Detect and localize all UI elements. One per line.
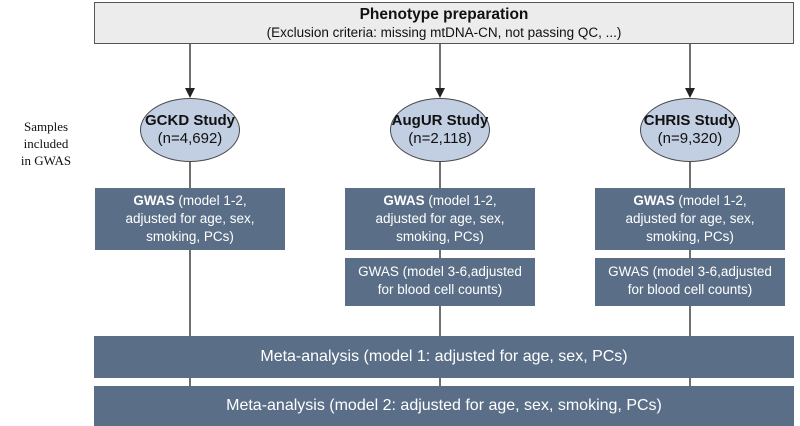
gwas-model-text: (model 1-2,	[424, 193, 497, 208]
study-name: GCKD Study	[145, 112, 235, 129]
gwas2-line2: for blood cell counts)	[377, 282, 503, 297]
phenotype-preparation-title: Phenotype preparation	[359, 6, 529, 23]
samples-included-label: Samples included in GWAS	[4, 118, 88, 169]
study-name: CHRIS Study	[643, 112, 737, 129]
augur-study-node: AugUR Study (n=2,118)	[390, 98, 490, 162]
study-sample-size: (n=9,320)	[657, 130, 723, 147]
chris-gwas-model-3-6-box: GWAS (model 3-6,adjusted for blood cell …	[595, 258, 785, 306]
augur-gwas-model-1-2-box: GWAS (model 1-2, adjusted for age, sex, …	[345, 188, 535, 250]
gwas-model-text: (model 1-2,	[674, 193, 747, 208]
meta-analysis-model-2-box: Meta-analysis (model 2: adjusted for age…	[94, 386, 794, 426]
meta-analysis-model-1-box: Meta-analysis (model 1: adjusted for age…	[94, 336, 794, 378]
gwas-label: GWAS	[383, 193, 425, 208]
gwas2-line1: GWAS (model 3-6,adjusted	[608, 264, 772, 279]
gwas-covariates-text: smoking, PCs)	[396, 229, 484, 244]
samples-included-line1: Samples included	[23, 119, 69, 151]
study-sample-size: (n=2,118)	[408, 130, 472, 147]
gwas-covariates-text: smoking, PCs)	[646, 229, 734, 244]
gwas-adjust-text: adjusted for age, sex,	[375, 211, 505, 226]
gwas-adjust-text: adjusted for age, sex,	[125, 211, 255, 226]
gwas2-line2: for blood cell counts)	[627, 282, 753, 297]
gwas2-line1: GWAS (model 3-6,adjusted	[358, 264, 522, 279]
gckd-study-node: GCKD Study (n=4,692)	[140, 98, 240, 162]
augur-gwas-model-3-6-box: GWAS (model 3-6,adjusted for blood cell …	[345, 258, 535, 306]
samples-included-line2: in GWAS	[20, 153, 72, 168]
gckd-gwas-model-1-2-box: GWAS (model 1-2, adjusted for age, sex, …	[95, 188, 285, 250]
study-name: AugUR Study	[391, 112, 489, 129]
gwas-label: GWAS	[133, 193, 175, 208]
gwas-model-text: (model 1-2,	[174, 193, 247, 208]
chris-study-node: CHRIS Study (n=9,320)	[640, 98, 740, 162]
gwas-covariates-text: smoking, PCs)	[146, 229, 234, 244]
phenotype-preparation-box: Phenotype preparation (Exclusion criteri…	[94, 2, 794, 44]
chris-gwas-model-1-2-box: GWAS (model 1-2, adjusted for age, sex, …	[595, 188, 785, 250]
gwas-adjust-text: adjusted for age, sex,	[625, 211, 755, 226]
exclusion-criteria-text: (Exclusion criteria: missing mtDNA-CN, n…	[266, 25, 622, 40]
gwas-label: GWAS	[633, 193, 675, 208]
study-sample-size: (n=4,692)	[157, 130, 223, 147]
